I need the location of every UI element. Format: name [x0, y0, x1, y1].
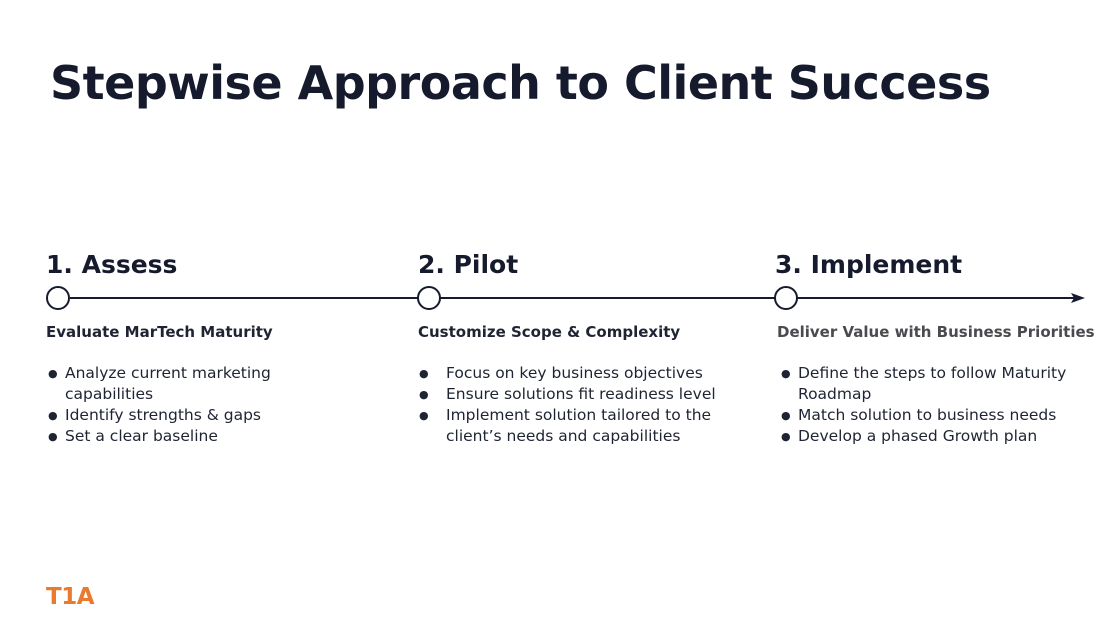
- list-item: Ensure solutions fit readiness level: [418, 384, 736, 405]
- step-1-bullet-list: Analyze current marketing capabilities I…: [46, 363, 346, 447]
- list-item: Implement solution tailored to the clien…: [418, 405, 736, 447]
- step-3-heading: 3. Implement: [775, 250, 963, 279]
- list-item: Analyze current marketing capabilities: [46, 363, 346, 405]
- list-item: Identify strengths & gaps: [46, 405, 346, 426]
- step-3-subtitle: Deliver Value with Business Priorities: [777, 323, 1095, 341]
- list-item: Match solution to business needs: [779, 405, 1089, 426]
- step-2-subtitle: Customize Scope & Complexity: [418, 323, 681, 341]
- step-3-bullet-list: Define the steps to follow Maturity Road…: [779, 363, 1089, 447]
- step-3-marker: [774, 286, 798, 310]
- step-1-heading: 1. Assess: [46, 250, 178, 279]
- list-item: Focus on key business objectives: [418, 363, 736, 384]
- t1a-logo: T1A: [46, 584, 95, 610]
- list-item: Develop a phased Growth plan: [779, 426, 1089, 447]
- step-2-heading: 2. Pilot: [418, 250, 519, 279]
- slide-title: Stepwise Approach to Client Success: [50, 56, 991, 110]
- step-1-marker: [46, 286, 70, 310]
- step-2-bullet-list: Focus on key business objectives Ensure …: [418, 363, 736, 447]
- timeline-arrowhead: [1071, 293, 1085, 303]
- list-item: Set a clear baseline: [46, 426, 346, 447]
- list-item: Define the steps to follow Maturity Road…: [779, 363, 1089, 405]
- step-1-subtitle: Evaluate MarTech Maturity: [46, 323, 273, 341]
- step-2-marker: [417, 286, 441, 310]
